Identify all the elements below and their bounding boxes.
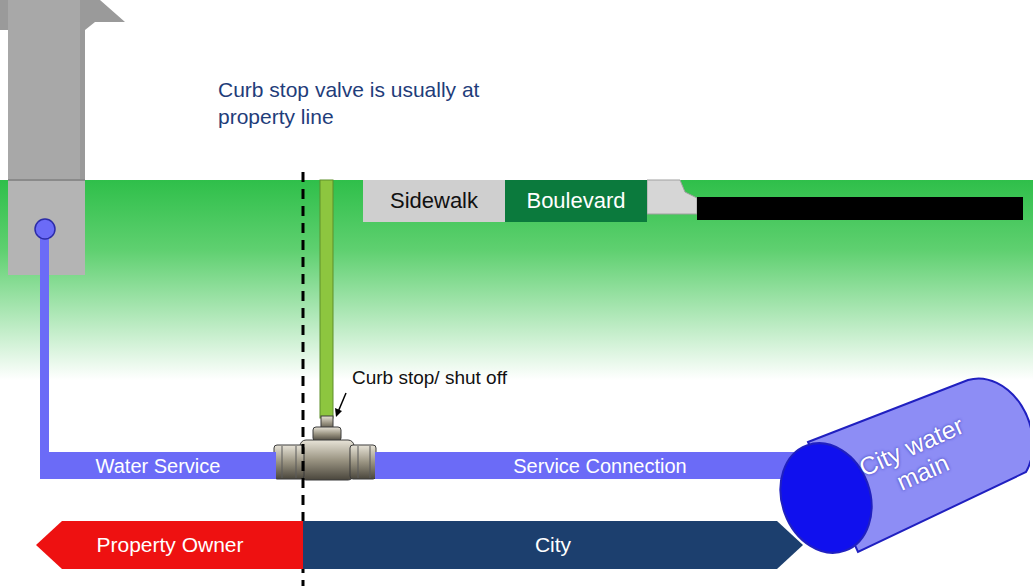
boulevard-band: Boulevard: [505, 180, 647, 222]
water-service-pipe: Water Service: [40, 452, 276, 479]
road: [697, 197, 1023, 220]
node-label: Boulevard: [526, 189, 625, 213]
node-label: City: [535, 533, 571, 556]
water-service-riser: [40, 230, 49, 475]
curb: [647, 180, 697, 214]
leader-arrowhead: [335, 408, 342, 417]
water-service-outlet: [35, 219, 55, 239]
sidewalk-band: Sidewalk: [363, 180, 505, 222]
leader-line: [338, 393, 346, 412]
curb-stop-valve: [274, 416, 376, 480]
city-arrow: City: [303, 521, 803, 569]
curb-stop-rod: [320, 180, 333, 418]
callout-label: Curb stop/ shut off: [352, 366, 572, 391]
service-connection-pipe: Service Connection: [375, 452, 825, 479]
house: [0, 0, 125, 275]
property-owner-arrow: Property Owner: [36, 521, 304, 569]
node-label: Water Service: [96, 455, 221, 477]
note-text: Curb stop valve is usually at property l…: [218, 76, 490, 131]
ground: [0, 180, 1033, 380]
node-label: Property Owner: [96, 533, 243, 556]
node-label: Sidewalk: [390, 189, 478, 213]
city-water-main: City water main: [768, 372, 1030, 562]
node-label: Service Connection: [513, 455, 686, 477]
